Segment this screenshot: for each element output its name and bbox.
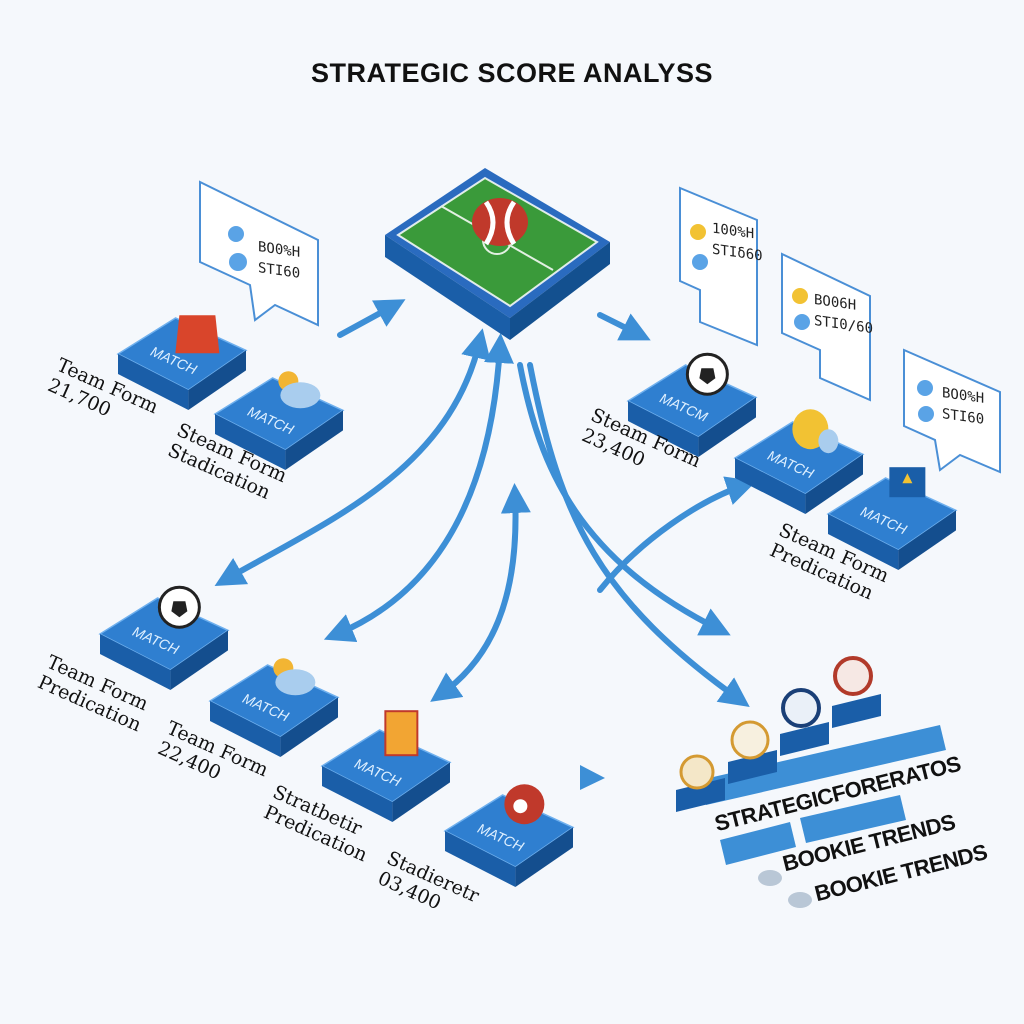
match-tile: MATCH bbox=[213, 371, 345, 470]
match-tile: MATCH bbox=[733, 409, 865, 514]
match-tile: MATCM bbox=[626, 352, 758, 457]
chat-icon bbox=[794, 314, 810, 330]
bullet-dot bbox=[788, 892, 812, 908]
scoreboard-icon bbox=[384, 710, 419, 757]
weather-icon bbox=[278, 371, 321, 409]
trophy-screen-icon bbox=[889, 467, 926, 498]
chat-icon bbox=[229, 253, 247, 271]
coin-icon bbox=[690, 224, 706, 240]
match-tile: MATCH bbox=[320, 710, 452, 822]
soccer-ball-icon bbox=[781, 688, 821, 728]
speech-bubble-2 bbox=[679, 186, 758, 347]
arrow-down-right-2 bbox=[527, 362, 750, 707]
match-tile: MATCH bbox=[208, 658, 340, 757]
speech-bubble-1 bbox=[199, 180, 319, 327]
arrow-to-field bbox=[337, 299, 406, 338]
match-tile: MATCH bbox=[826, 467, 958, 570]
speech-bubble-3 bbox=[781, 252, 871, 402]
soccer-ball-icon bbox=[157, 585, 201, 629]
arrow-up-center bbox=[430, 483, 531, 702]
central-field-tile bbox=[385, 168, 610, 340]
arrow-field-right bbox=[597, 312, 651, 341]
coin-icon bbox=[792, 409, 839, 454]
coin-icon bbox=[792, 288, 808, 304]
match-tile: MATCH bbox=[116, 315, 248, 410]
soccer-ball-icon bbox=[730, 720, 770, 760]
soccer-ball-icon bbox=[833, 656, 873, 696]
match-tile: MATCH bbox=[98, 585, 230, 690]
bubble-text-4: BO0%H STI60 bbox=[942, 385, 985, 428]
bubble-text-1: BO0%H STI60 bbox=[258, 239, 301, 282]
jersey-icon bbox=[175, 315, 220, 354]
chat-icon bbox=[692, 254, 708, 270]
bubble-text-2: 100%H STIδ60 bbox=[712, 220, 763, 265]
soccer-ball-icon bbox=[679, 754, 715, 790]
arrow-up-mid bbox=[323, 333, 514, 643]
chat-icon bbox=[918, 406, 934, 422]
bullet-dot bbox=[758, 870, 782, 886]
football-icon bbox=[472, 198, 528, 246]
bubble-text-3: BO06H STI0/60 bbox=[814, 291, 874, 338]
page-title: STRATEGIC SCORE ANALYSS bbox=[310, 58, 714, 88]
weather-icon bbox=[273, 658, 316, 696]
arrow-right-up bbox=[597, 476, 757, 593]
chat-icon bbox=[917, 380, 933, 396]
small-triangle-marker bbox=[580, 765, 605, 790]
helmet-ball-icon bbox=[504, 784, 545, 825]
flow-arrows bbox=[214, 299, 757, 707]
trend-panel bbox=[676, 656, 946, 908]
chat-icon bbox=[228, 226, 244, 242]
match-tile: MATCH bbox=[443, 784, 575, 887]
speech-bubble-4 bbox=[903, 348, 1001, 474]
soccer-ball-icon bbox=[685, 352, 729, 396]
